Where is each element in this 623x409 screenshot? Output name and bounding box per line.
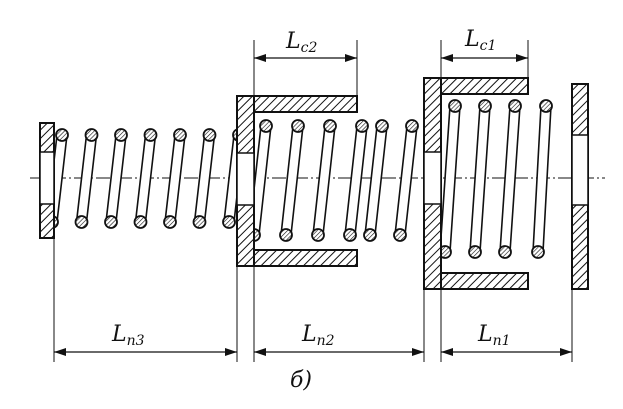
- cup-1: [423, 77, 529, 290]
- coil-section-top: [405, 119, 419, 133]
- coil-wire: [344, 125, 368, 236]
- coil-section-bottom: [74, 215, 89, 229]
- coil-section-top: [55, 128, 69, 142]
- coil-section-top: [323, 119, 337, 133]
- coil-section-bottom: [222, 215, 236, 229]
- label-lc1: Lc1: [464, 27, 496, 54]
- coil-wire: [280, 125, 304, 236]
- cup-2: [236, 95, 358, 267]
- coil-section-top: [355, 119, 369, 133]
- coil-wire: [439, 105, 461, 253]
- coil-section-bottom: [531, 245, 545, 259]
- figure-caption: б): [290, 368, 312, 393]
- dimension-ln3: Ln3: [54, 322, 237, 356]
- coil-section-bottom: [104, 215, 118, 229]
- label-lc2: Lc2: [285, 29, 317, 56]
- left-end-plate: [39, 122, 55, 239]
- coil-wire: [312, 125, 336, 236]
- coil-wire: [469, 105, 491, 253]
- bottom-extension-lines: [53, 238, 573, 362]
- dimension-ln1: Ln1: [441, 322, 572, 356]
- right-end-plate: [571, 83, 589, 290]
- coil-section-top: [143, 128, 158, 142]
- coil-section-bottom: [133, 215, 148, 229]
- coil-section-top: [114, 128, 128, 142]
- coil-section-bottom: [192, 215, 207, 229]
- coil-section-bottom: [343, 228, 357, 242]
- coil-wire: [499, 105, 521, 253]
- spring-coils: [45, 99, 553, 259]
- coil-section-top: [448, 99, 462, 113]
- coil-wire: [394, 125, 418, 236]
- coil-section-top: [202, 128, 217, 142]
- label-ln2: Ln2: [301, 322, 335, 349]
- dimension-lc2: Lc2: [253, 29, 358, 112]
- coil-section-bottom: [468, 245, 482, 259]
- coil-section-bottom: [393, 228, 407, 242]
- coil-section-bottom: [311, 228, 325, 242]
- coil-section-bottom: [363, 228, 377, 242]
- label-ln3: Ln3: [111, 322, 145, 349]
- coil-section-top: [291, 119, 305, 133]
- coil-section-top: [478, 99, 492, 113]
- coil-section-bottom: [163, 215, 177, 229]
- coil-section-top: [84, 128, 99, 142]
- coil-section-top: [508, 99, 522, 113]
- coil-section-top: [259, 119, 273, 133]
- coil-wire: [364, 125, 388, 236]
- label-ln1: Ln1: [477, 322, 511, 349]
- coil-section-bottom: [498, 245, 512, 259]
- dimension-lc1: Lc1: [440, 27, 529, 94]
- coil-section-top: [539, 99, 553, 113]
- coil-section-top: [173, 128, 187, 142]
- coil-section-top: [375, 119, 389, 133]
- coil-section-bottom: [279, 228, 293, 242]
- coil-wire: [532, 105, 552, 253]
- dimension-ln2: Ln2: [254, 322, 424, 356]
